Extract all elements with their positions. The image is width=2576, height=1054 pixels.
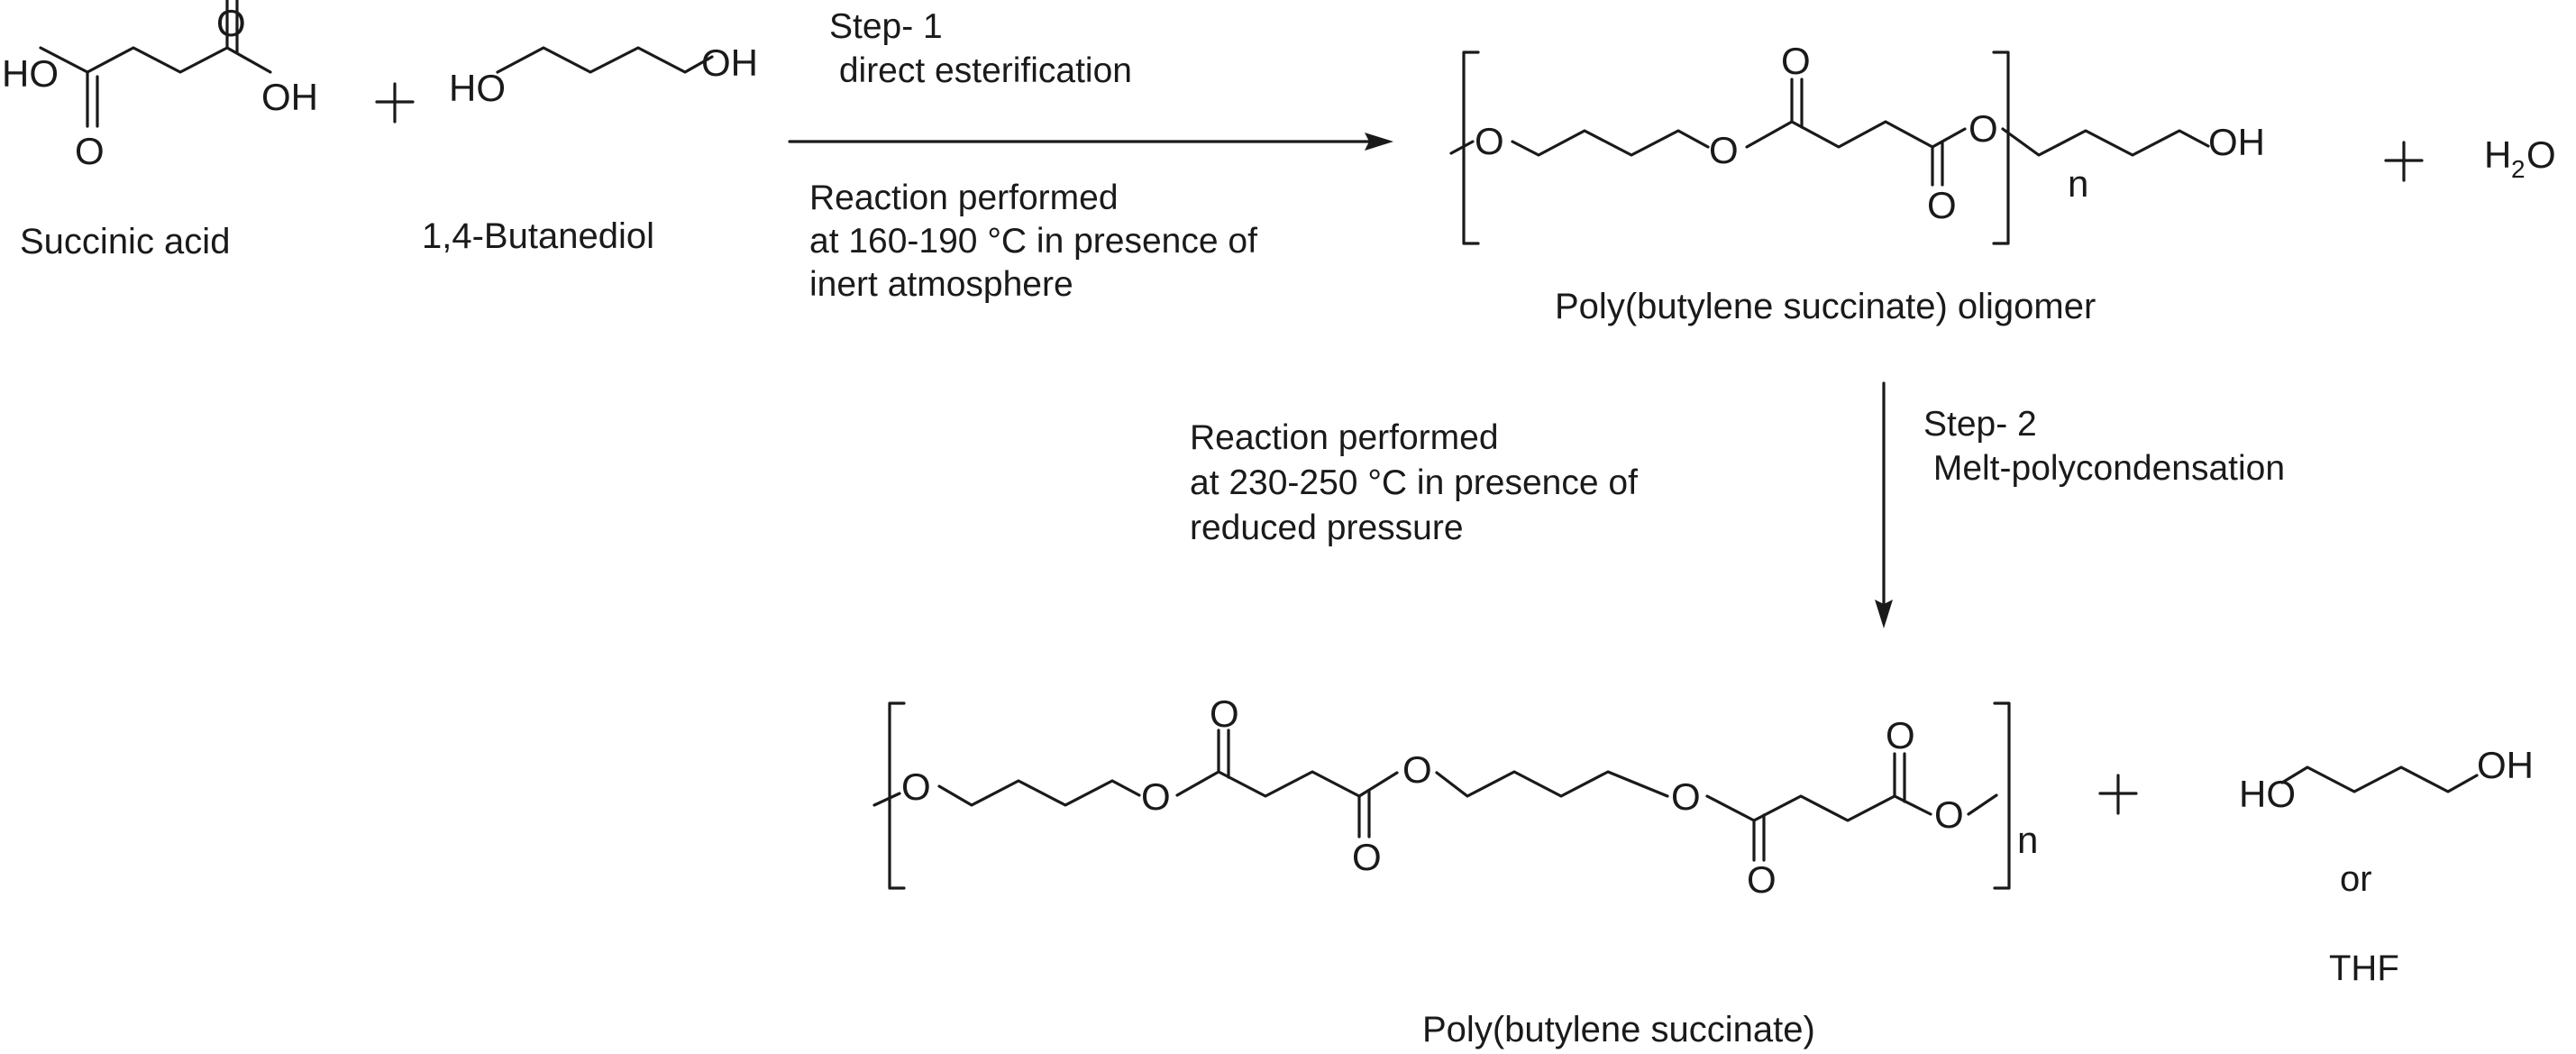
atom-label-oh: OH — [701, 41, 758, 84]
atom-label-ho: HO — [2, 52, 59, 95]
step2-name: Melt-polycondensation — [1923, 449, 2285, 488]
butanediol-label: 1,4-Butanediol — [422, 216, 654, 256]
atom-label-oh: OH — [2477, 744, 2534, 786]
step1-condition-line-2: at 160-190 °C in presence of — [809, 222, 1257, 261]
succinic-acid-label: Succinic acid — [20, 222, 230, 261]
atom-label-o: O — [1969, 107, 1998, 150]
atom-label-o: O — [2526, 133, 2556, 176]
water-subscript: 2 — [2511, 155, 2526, 183]
atom-label-oh: OH — [2208, 121, 2265, 163]
atom-label-ho: HO — [449, 67, 506, 109]
atom-label-o: O — [1141, 775, 1171, 818]
atom-label-o: O — [1210, 692, 1239, 735]
plus-sign — [2098, 774, 2138, 815]
atom-label-o: O — [1934, 793, 1964, 836]
atom-label-h: H — [2484, 133, 2511, 176]
step1-condition-line-1: Reaction performed — [809, 179, 1119, 217]
step1-title: Step- 1 — [829, 7, 943, 46]
oligomer-label: Poly(butylene succinate) oligomer — [1555, 287, 2096, 326]
atom-label-o: O — [1475, 120, 1504, 162]
atom-label-o: O — [1927, 184, 1957, 226]
atom-label-o: O — [75, 130, 105, 172]
atom-label-o: O — [216, 2, 246, 44]
water-formula: H 2 O — [2484, 133, 2556, 183]
pbs-label: Poly(butylene succinate) — [1422, 1010, 1815, 1049]
or-label: or — [2340, 859, 2372, 899]
atom-label-ho: HO — [2239, 773, 2296, 815]
atom-label-o: O — [1402, 748, 1432, 791]
step2-arrow-head — [1875, 600, 1893, 628]
thf-label: THF — [2329, 949, 2399, 988]
atom-label-o: O — [901, 765, 931, 808]
plus-sign — [375, 82, 415, 124]
atom-label-oh: OH — [261, 76, 318, 118]
step2-condition-line-1: Reaction performed — [1190, 418, 1499, 457]
plus-sign — [2384, 141, 2424, 182]
pbs-structure: O O O O O O O O O n — [872, 692, 2038, 901]
atom-label-o: O — [1781, 40, 1811, 82]
succinic-acid-structure: HO O O OH — [2, 0, 318, 172]
oligomer-structure: O O O O O OH n — [1449, 40, 2265, 245]
step1-arrow-head — [1365, 133, 1393, 151]
butanediol-structure: HO OH — [449, 41, 758, 109]
byproduct-butanediol-structure: HO OH — [2239, 744, 2534, 815]
step1-condition-line-3: inert atmosphere — [809, 265, 1073, 304]
step1-name: direct esterification — [829, 51, 1132, 90]
atom-label-o: O — [1671, 775, 1701, 818]
atom-label-o: O — [1886, 714, 1915, 756]
step2-condition-line-3: reduced pressure — [1190, 509, 1464, 547]
step2-title: Step- 2 — [1923, 405, 2037, 444]
atom-label-o: O — [1709, 129, 1739, 171]
atom-label-o: O — [1747, 858, 1777, 901]
repeat-unit-n: n — [2068, 162, 2088, 205]
atom-label-o: O — [1352, 836, 1382, 878]
repeat-unit-n: n — [2017, 819, 2038, 861]
step2-condition-line-2: at 230-250 °C in presence of — [1190, 463, 1638, 502]
